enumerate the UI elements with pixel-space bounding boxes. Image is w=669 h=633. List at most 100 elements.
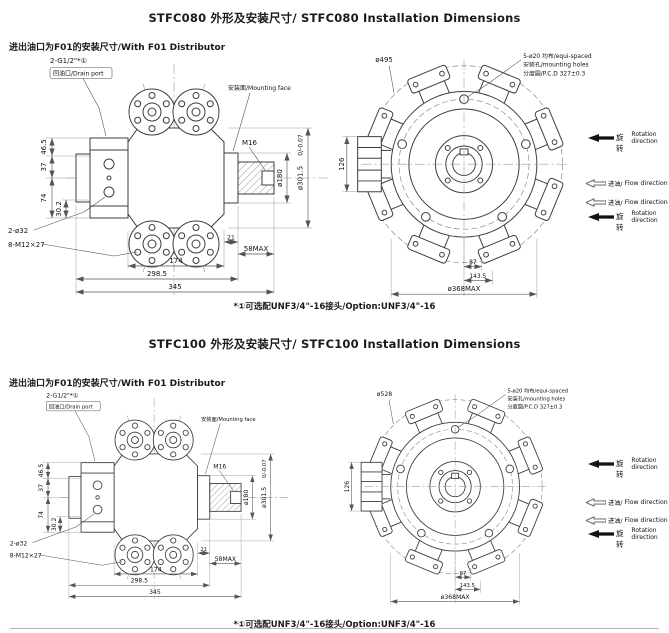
drain-port-label: 回油口/Drain port — [49, 402, 93, 410]
dim-label-298-5: 298.5 — [131, 578, 149, 585]
annotation-en: Rotation direction — [631, 210, 658, 224]
annotation-rotation-2: 旋转 Rotation direction — [588, 210, 669, 233]
section-stfc080: STFC080 外形及安装尺寸/ STFC080 Installation Di… — [0, 0, 669, 316]
dim-label-8-m12: 8-M12×27 — [10, 552, 42, 559]
rotation-arrow-icon — [588, 134, 614, 142]
dim-label-46-5: 46.5 — [40, 139, 48, 155]
annotation-en: Rotation direction — [631, 131, 658, 145]
option-footnote: *①可选配UNF3/4"-16接头/Option:UNF3/4"-16 — [233, 620, 436, 630]
dim-label-dia301-5: ø301.5 — [297, 166, 305, 190]
mounting-holes-label-2: 安装孔/mounting holes — [523, 61, 588, 69]
flow-arrow-icon — [586, 516, 606, 525]
flow-arrow-icon — [586, 498, 606, 507]
side-view-labels: 2-G1/2"*① 回油口/Drain port 安装面/Mounting fa… — [10, 392, 268, 596]
annotation-cn: 旋转 — [616, 212, 624, 232]
annotation-cn: 进油/ — [608, 499, 623, 507]
annotation-cn: 进油/ — [608, 180, 623, 188]
section-subtitle: 进出油口为F01的安装尺寸/With F01 Distributor — [9, 43, 226, 53]
dim-label-58max: 58MAX — [244, 245, 269, 253]
dim-label-21: 21 — [227, 235, 235, 242]
leader-lines — [388, 59, 522, 98]
annotation-flow-2: 进油/ Flow direction — [586, 197, 668, 207]
annotation-en: Flow direction — [624, 198, 668, 206]
mounting-holes-label-1: 5-ø20 均布/equi-spaced — [523, 52, 592, 60]
mounting-face-label: 安装面/Mounting face — [201, 415, 255, 423]
dim-label-dia301-5: ø301.5 — [261, 487, 268, 508]
dim-label-37: 37 — [40, 163, 48, 172]
annotation-en: Rotation direction — [631, 457, 658, 471]
annotation-en: Flow direction — [624, 516, 668, 524]
dim-label-126: 126 — [344, 481, 351, 493]
section-title: STFC080 外形及安装尺寸/ STFC080 Installation Di… — [148, 11, 521, 25]
extension-lines — [46, 127, 312, 295]
dim-label-8-m12: 8-M12×27 — [8, 241, 45, 249]
dim-label-174: 174 — [150, 566, 162, 573]
annotation-rotation-1: 旋转 Rotation direction — [588, 131, 669, 154]
annotation-cn: 旋转 — [616, 133, 624, 153]
leader-lines — [33, 67, 266, 257]
dimension-lines — [349, 462, 520, 604]
mounting-holes-label-3: 分度圆/P.C.D 327±0.3 — [523, 70, 585, 78]
dim-label-dia301-tolerance: 0/-0.07 — [298, 134, 305, 156]
dim-label-58max: 58MAX — [215, 556, 236, 563]
motor-outline — [68, 419, 242, 576]
side-view-labels: 2-G1/2"*① 回油口/Drain port 安装面/Mounting fa… — [8, 57, 305, 291]
dimension-lines — [49, 128, 311, 295]
section-subtitle: 进出油口为F01的安装尺寸/With F01 Distributor — [9, 379, 226, 389]
drain-port-label: 回油口/Drain port — [53, 70, 104, 78]
annotation-en: Rotation direction — [631, 527, 658, 541]
dim-label-74: 74 — [40, 193, 48, 202]
annotation-en: Flow direction — [624, 179, 668, 187]
port-spec-label: 2-G1/2"*① — [50, 57, 87, 65]
dim-label-21: 21 — [200, 547, 207, 553]
port-spec-label: 2-G1/2"*① — [46, 392, 78, 399]
flow-arrow-icon — [586, 198, 606, 207]
dim-label-143-5: 143.5 — [469, 274, 486, 280]
dim-label-30-2: 30.2 — [51, 518, 58, 532]
dim-label-dia301-tolerance: 0/-0.07 — [262, 459, 268, 478]
dim-label-87: 87 — [469, 260, 477, 266]
side-view-drawing: 2-G1/2"*① 回油口/Drain port 安装面/Mounting fa… — [10, 392, 290, 601]
dim-label-345: 345 — [168, 283, 181, 291]
dim-label-2-dia32: 2-ø32 — [8, 227, 28, 235]
side-view-drawing: 2-G1/2"*① 回油口/Drain port 安装面/Mounting fa… — [8, 57, 330, 296]
page-footer-rule — [10, 628, 659, 629]
annotation-cn: 进油/ — [608, 517, 623, 525]
front-view-drawing: ø528 5-ø20 均布/equi-spaced 安装孔/mounting h… — [344, 387, 568, 606]
dimension-lines — [45, 453, 273, 599]
dim-label-dia180: ø180 — [276, 169, 284, 187]
option-footnote: *①可选配UNF3/4"-16接头/Option:UNF3/4"-16 — [233, 302, 436, 312]
annotation-cn: 旋转 — [616, 529, 624, 549]
m16-thread-label: M16 — [213, 464, 226, 471]
dimension-lines — [344, 136, 537, 297]
section-title: STFC100 外形及安装尺寸/ STFC100 Installation Di… — [148, 337, 521, 351]
mounting-holes-label-1: 5-ø20 均布/equi-spaced — [507, 387, 568, 395]
annotation-cn: 进油/ — [608, 199, 623, 207]
rotation-arrow-icon — [588, 460, 614, 468]
dim-label-298-5: 298.5 — [147, 270, 167, 278]
dim-label-87: 87 — [460, 571, 467, 577]
leader-lines — [388, 394, 506, 428]
m16-thread-label: M16 — [242, 139, 257, 147]
dim-label-174: 174 — [169, 257, 183, 265]
front-view-labels: ø495 5-ø20 均布/equi-spaced 安装孔/mounting h… — [338, 52, 592, 293]
dim-label-345: 345 — [149, 589, 161, 596]
mounting-holes-label-3: 分度圆/P.C.D 327±0.3 — [507, 402, 562, 410]
annotation-flow-1: 进油/ Flow direction — [586, 178, 668, 188]
rotation-arrow-icon — [588, 213, 614, 221]
dim-label-143-5: 143.5 — [460, 583, 475, 589]
annotation-flow-1: 进油/ Flow direction — [586, 497, 668, 507]
dim-label-37: 37 — [38, 484, 45, 492]
motor-outline — [75, 88, 275, 268]
outer-diameter-label: ø528 — [377, 391, 392, 398]
front-view-drawing: ø495 5-ø20 均布/equi-spaced 安装孔/mounting h… — [338, 52, 592, 299]
annotation-rotation-1: 旋转 Rotation direction — [588, 457, 669, 480]
mounting-holes-label-2: 安装孔/mounting holes — [507, 395, 565, 403]
dim-label-46-5: 46.5 — [38, 464, 45, 478]
annotation-en: Flow direction — [624, 498, 668, 506]
dim-label-74: 74 — [38, 511, 45, 519]
dim-label-30-2: 30.2 — [55, 201, 63, 217]
rotation-arrow-icon — [588, 530, 614, 538]
outer-diameter-label: ø495 — [375, 56, 392, 64]
